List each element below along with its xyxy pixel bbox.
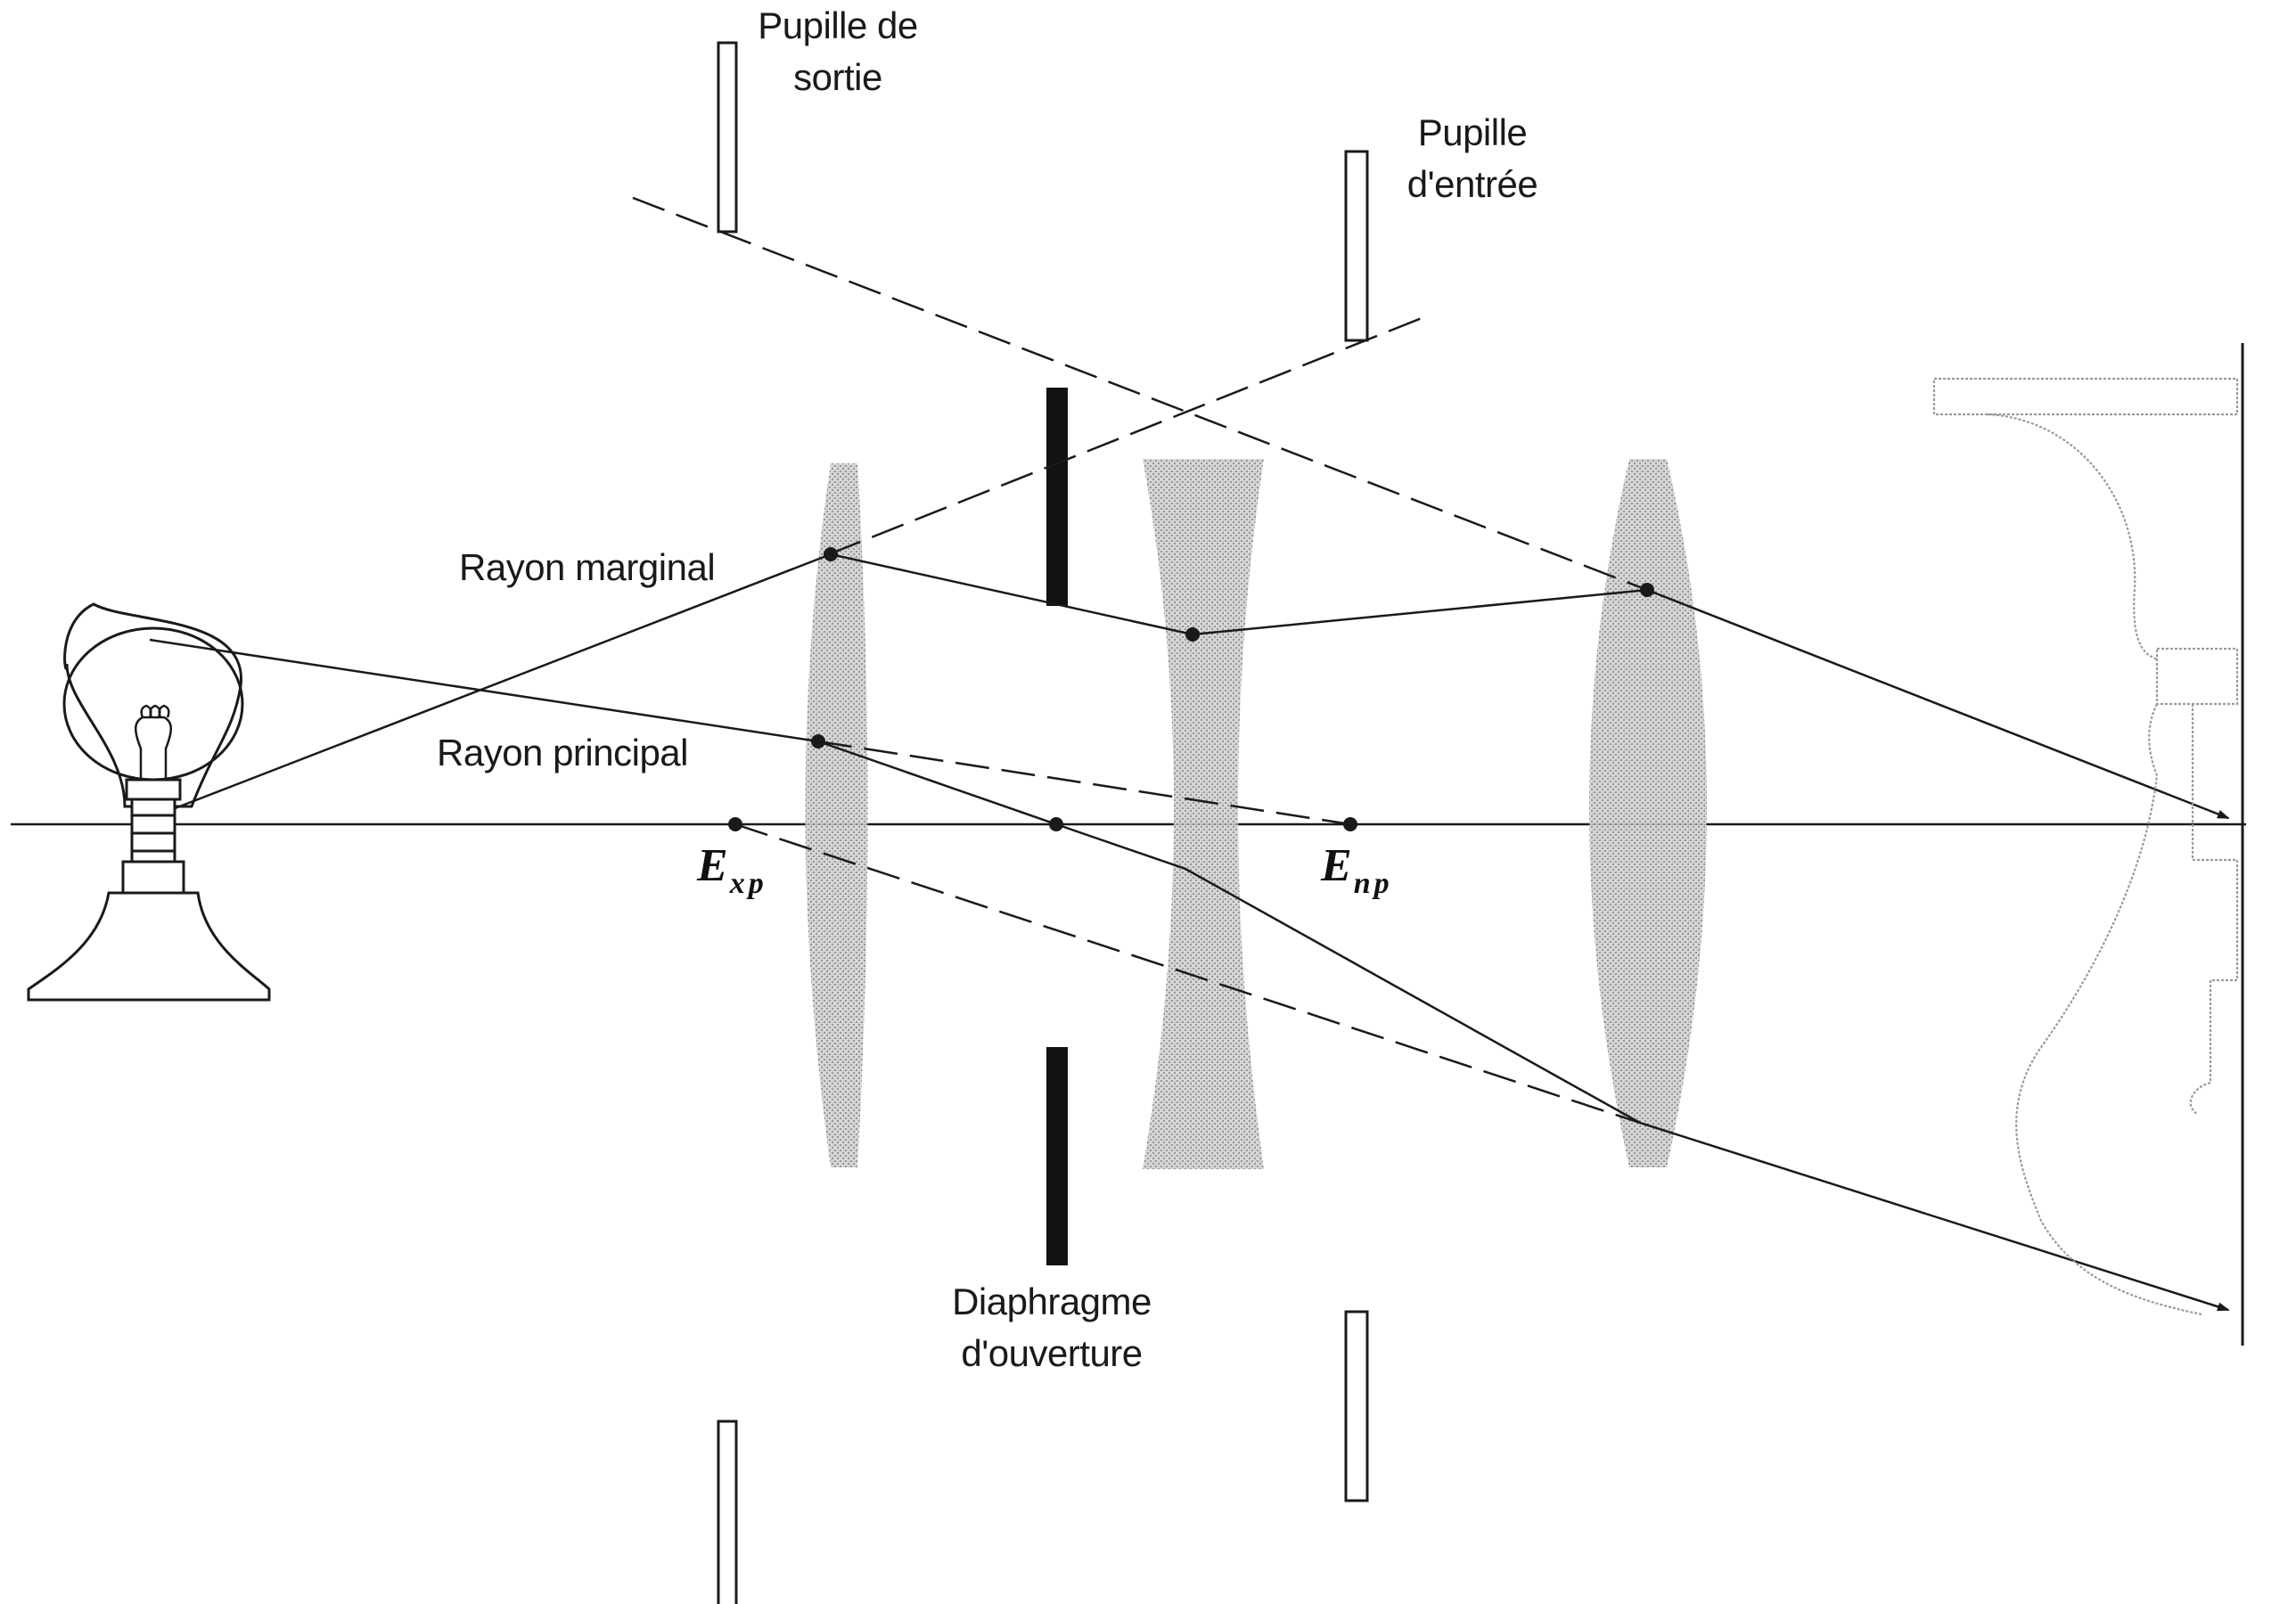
- enp-main-symbol: E: [1321, 840, 1352, 891]
- exit-pupil-bottom: [717, 1420, 738, 1604]
- entrance-pupil-label: Pupille d'entrée: [1365, 107, 1579, 210]
- chief-ray-label: Rayon principal: [437, 732, 689, 773]
- exit-pupil-point: [728, 817, 742, 831]
- entrance-pupil-label-line2: d'entrée: [1406, 163, 1538, 205]
- chief-point-lens1: [811, 734, 825, 749]
- stop-center-point: [1049, 817, 1063, 831]
- dashed-construction-lines: [632, 196, 1648, 1125]
- entrance-pupil-point: [1343, 817, 1357, 831]
- inverted-bulb-image: [1932, 377, 2239, 1316]
- converging-lens-1: [805, 463, 868, 1167]
- marginal-point-lens2: [1185, 627, 1200, 642]
- dashed-line-exp-to-lens3: [734, 822, 1641, 1125]
- converging-lens-3: [1589, 459, 1707, 1167]
- dashed-line-chief-to-enp: [817, 740, 1351, 826]
- exit-pupil-label-line2: sortie: [793, 56, 882, 98]
- aperture-stop-top: [1046, 388, 1068, 606]
- marginal-point-lens3: [1640, 583, 1654, 597]
- aperture-stop-label-line2: d'ouverture: [961, 1332, 1143, 1374]
- entrance-pupil-label-line1: Pupille: [1417, 111, 1528, 153]
- dashed-line-exit-to-lens3: [632, 196, 1648, 592]
- marginal-ray-label: Rayon marginal: [459, 546, 716, 588]
- exp-subscript: xp: [729, 867, 767, 900]
- aperture-stop-label: Diaphragme d'ouverture: [918, 1276, 1185, 1379]
- entrance-pupil-top: [1344, 150, 1369, 342]
- exit-pupil-label: Pupille de sortie: [704, 0, 972, 103]
- exit-pupil-point-label: Exp: [697, 839, 767, 900]
- enp-subscript: np: [1353, 867, 1393, 900]
- exit-pupil-label-line1: Pupille de: [758, 4, 918, 46]
- dashed-line-lens1-to-entrance: [828, 315, 1427, 556]
- aperture-stop-bottom: [1046, 1047, 1068, 1265]
- ray-points: [728, 547, 1654, 831]
- chief-ray: [149, 638, 2230, 1312]
- marginal-point-lens1: [824, 547, 838, 561]
- light-bulb-icon: [27, 602, 271, 1002]
- diverging-lens: [1143, 459, 1264, 1169]
- aperture-stop-label-line1: Diaphragme: [952, 1281, 1152, 1322]
- exp-main-symbol: E: [697, 840, 728, 891]
- entrance-pupil-point-label: Enp: [1321, 839, 1393, 900]
- entrance-pupil-bottom: [1344, 1310, 1369, 1502]
- exit-pupil-top: [717, 41, 738, 233]
